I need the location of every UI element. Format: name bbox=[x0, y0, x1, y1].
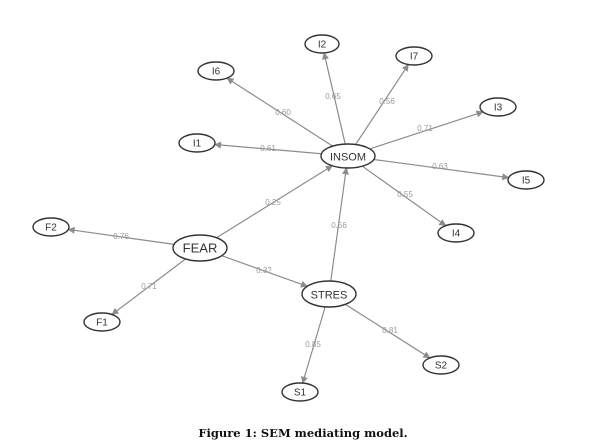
path-coefficient-label: 0.25 bbox=[265, 198, 281, 207]
node-i2: I2 bbox=[304, 34, 340, 54]
path-coefficient-label: 0.65 bbox=[325, 92, 341, 101]
node-label: STRES bbox=[311, 290, 348, 302]
node-ellipse bbox=[83, 312, 121, 332]
node-label: I5 bbox=[522, 176, 531, 187]
node-label: F2 bbox=[45, 223, 57, 234]
path-coefficient-label: 0.76 bbox=[113, 232, 129, 241]
path-coefficient-label: 0.60 bbox=[275, 108, 291, 117]
path-fear-f2 bbox=[67, 226, 175, 245]
node-ellipse bbox=[32, 217, 70, 237]
node-label: I4 bbox=[452, 229, 461, 240]
node-ellipse bbox=[395, 46, 433, 66]
path-coefficient-label: 0.71 bbox=[417, 124, 433, 133]
node-fear: FEAR bbox=[172, 234, 228, 262]
node-stres: STRES bbox=[301, 280, 357, 308]
node-insom: INSOM bbox=[320, 143, 376, 169]
node-ellipse bbox=[197, 61, 235, 81]
path-coefficient-label: 0.56 bbox=[379, 97, 395, 106]
node-i5: I5 bbox=[507, 170, 545, 190]
path-coefficient-label: 0.63 bbox=[432, 162, 448, 171]
node-i6: I6 bbox=[197, 61, 235, 81]
figure-caption: Figure 1: SEM mediating model. bbox=[198, 426, 408, 440]
path-stres-s2 bbox=[345, 303, 431, 359]
node-label: INSOM bbox=[330, 152, 366, 164]
node-label: F1 bbox=[96, 318, 108, 329]
path-stres-insom bbox=[330, 167, 349, 282]
path-insom-i5 bbox=[373, 158, 510, 181]
path-fear-insom bbox=[216, 165, 333, 239]
node-i7: I7 bbox=[395, 46, 433, 66]
node-label: S2 bbox=[435, 361, 448, 372]
node-ellipse bbox=[172, 234, 228, 262]
node-s1: S1 bbox=[281, 382, 319, 402]
path-insom-i1 bbox=[214, 141, 322, 155]
path-coefficient-label: 0.56 bbox=[331, 221, 347, 230]
path-coefficient-label: 0.85 bbox=[305, 340, 321, 349]
path-coefficient-label: 0.55 bbox=[397, 190, 413, 199]
path-insom-i4 bbox=[361, 165, 447, 227]
node-ellipse bbox=[437, 223, 475, 243]
path-stres-s1 bbox=[301, 306, 326, 384]
node-s2: S2 bbox=[422, 355, 460, 375]
node-label: FEAR bbox=[183, 241, 218, 256]
path-coefficient-label: 0.71 bbox=[141, 282, 157, 291]
node-ellipse bbox=[479, 97, 517, 117]
path-fear-stres bbox=[221, 255, 308, 288]
path-insom-i2 bbox=[322, 52, 346, 145]
sem-diagram: 0.60 0.65 0.56 0.71 0.61 0.63 0.55 0.25 0.56 0.76… bbox=[32, 34, 545, 402]
node-i4: I4 bbox=[437, 223, 475, 243]
node-ellipse bbox=[281, 382, 319, 402]
path-coefficient-label: 0.81 bbox=[382, 326, 398, 335]
path-coefficient-label: 0.61 bbox=[260, 144, 276, 153]
path-insom-i7 bbox=[355, 63, 409, 145]
path-insom-i3 bbox=[369, 110, 484, 150]
node-label: S1 bbox=[294, 388, 307, 399]
node-ellipse bbox=[178, 133, 216, 153]
node-ellipse bbox=[422, 355, 460, 375]
node-ellipse bbox=[320, 143, 376, 169]
node-f1: F1 bbox=[83, 312, 121, 332]
node-ellipse bbox=[301, 280, 357, 308]
node-ellipse bbox=[507, 170, 545, 190]
node-label: I2 bbox=[318, 40, 327, 51]
node-label: I7 bbox=[410, 52, 419, 63]
node-ellipse bbox=[304, 34, 340, 54]
node-label: I3 bbox=[494, 103, 503, 114]
node-label: I6 bbox=[212, 67, 221, 78]
node-i1: I1 bbox=[178, 133, 216, 153]
node-label: I1 bbox=[193, 139, 202, 150]
path-coefficient-label: 0.32 bbox=[256, 266, 272, 275]
path-insom-i6 bbox=[226, 77, 333, 147]
node-i3: I3 bbox=[479, 97, 517, 117]
node-f2: F2 bbox=[32, 217, 70, 237]
path-fear-f1 bbox=[111, 258, 186, 315]
